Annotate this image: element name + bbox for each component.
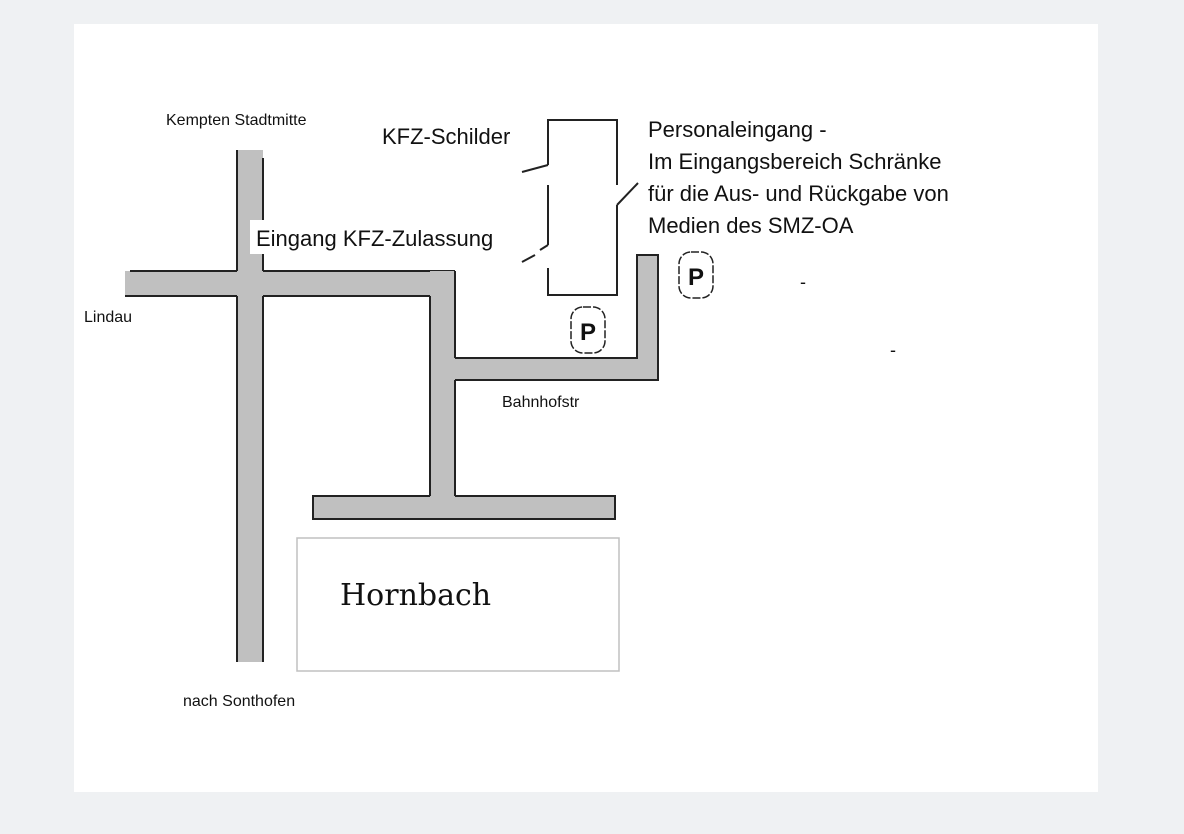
hornbach-building bbox=[296, 537, 620, 672]
svg-text:P: P bbox=[688, 264, 704, 291]
label-lindau: Lindau bbox=[84, 309, 132, 326]
parking-icon: P bbox=[678, 251, 714, 299]
road-bahnhofstr bbox=[455, 254, 659, 381]
label-kempten: Kempten Stadtmitte bbox=[166, 112, 307, 129]
label-sonthofen: nach Sonthofen bbox=[183, 693, 295, 710]
dash-mark: - bbox=[890, 340, 896, 360]
label-kfz-schilder: KFZ-Schilder bbox=[382, 124, 510, 149]
road-connector bbox=[312, 271, 616, 520]
svg-text:für die Aus- und Rückgabe von: für die Aus- und Rückgabe von bbox=[648, 181, 949, 206]
road-lindau bbox=[125, 270, 455, 297]
parking-icon: P bbox=[570, 306, 606, 354]
svg-text:Personaleingang -: Personaleingang - bbox=[648, 117, 827, 142]
label-bahnhofstr: Bahnhofstr bbox=[502, 394, 580, 411]
label-eingang: Eingang KFZ-Zulassung bbox=[256, 226, 493, 251]
svg-text:P: P bbox=[580, 319, 596, 346]
label-personaleingang: Personaleingang - Im Eingangsbereich Sch… bbox=[648, 117, 949, 238]
building-outline bbox=[521, 119, 639, 296]
svg-text:Medien des SMZ-OA: Medien des SMZ-OA bbox=[648, 213, 854, 238]
dash-mark: - bbox=[800, 272, 806, 292]
hornbach-label: Hornbach bbox=[340, 578, 491, 613]
svg-text:Im Eingangsbereich Schränke: Im Eingangsbereich Schränke bbox=[648, 149, 942, 174]
